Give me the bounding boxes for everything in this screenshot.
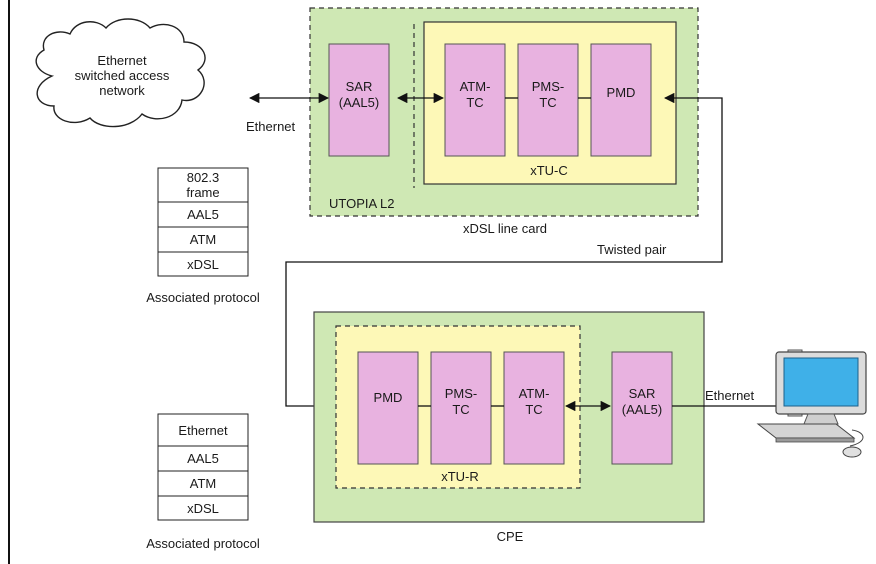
cloud-label-line1: Ethernet	[97, 53, 147, 68]
utopia-label: UTOPIA L2	[329, 196, 395, 211]
cpe-pms-tc-block: PMS- TC	[430, 351, 492, 465]
cpe-atm-tc-sublabel: TC	[525, 402, 542, 417]
cpe-atm-tc-label: ATM-	[519, 386, 550, 401]
cpe-pms-tc-sublabel: TC	[452, 402, 469, 417]
cpe-pmd-label: PMD	[374, 390, 403, 405]
line-card-atm-tc-label: ATM-	[460, 79, 491, 94]
cloud-label-line2: switched access	[75, 68, 170, 83]
top-stack-row-xdsl: xDSL	[187, 257, 219, 272]
line-card-sar-block: SAR (AAL5)	[328, 43, 390, 157]
bottom-stack-row-aal5: AAL5	[187, 451, 219, 466]
line-card-sar-sublabel: (AAL5)	[339, 95, 379, 110]
desktop-computer-icon	[756, 349, 867, 458]
cpe-sar-block: SAR (AAL5)	[611, 351, 673, 465]
top-stack-caption: Associated protocol	[146, 290, 260, 305]
line-card-label: xDSL line card	[463, 221, 547, 236]
twisted-pair-label: Twisted pair	[597, 242, 667, 257]
cpe-label: CPE	[497, 529, 524, 544]
line-card-pms-tc-label: PMS-	[532, 79, 565, 94]
line-card-pms-tc-sublabel: TC	[539, 95, 556, 110]
top-stack-row-atm: ATM	[190, 232, 216, 247]
twisted-pair-link	[285, 92, 723, 412]
cpe-sar-label: SAR	[629, 386, 656, 401]
bottom-stack-caption: Associated protocol	[146, 536, 260, 551]
top-stack-row-8023-line1: 802.3	[187, 170, 220, 185]
ethernet-left-label: Ethernet	[246, 119, 296, 134]
cloud-label-line3: network	[99, 83, 145, 98]
line-card-pmd-label: PMD	[607, 85, 636, 100]
line-card-atm-tc-sublabel: TC	[466, 95, 483, 110]
cpe-pmd-block: PMD	[357, 351, 419, 465]
cpe-pms-tc-label: PMS-	[445, 386, 478, 401]
line-card-pms-tc-block: PMS- TC	[517, 43, 579, 157]
line-card-atm-tc-block: ATM- TC	[444, 43, 506, 157]
line-card-sar-label: SAR	[346, 79, 373, 94]
top-stack-row-8023-line2: frame	[186, 185, 219, 200]
bottom-stack-row-ethernet: Ethernet	[178, 423, 228, 438]
cpe-sar-sublabel: (AAL5)	[622, 402, 662, 417]
bottom-stack-row-xdsl: xDSL	[187, 501, 219, 516]
xtu-c-label: xTU-C	[530, 163, 568, 178]
ethernet-right-label: Ethernet	[705, 388, 755, 403]
bottom-protocol-stack: Ethernet AAL5 ATM xDSL	[157, 413, 249, 521]
cloud-shape: Ethernet switched access network	[35, 18, 206, 128]
cpe-atm-tc-block: ATM- TC	[503, 351, 565, 465]
top-stack-row-aal5: AAL5	[187, 207, 219, 222]
bottom-stack-row-atm: ATM	[190, 476, 216, 491]
top-protocol-stack: 802.3 frame AAL5 ATM xDSL	[157, 167, 249, 277]
xtu-r-label: xTU-R	[441, 469, 479, 484]
line-card-pmd-block: PMD	[590, 43, 652, 157]
